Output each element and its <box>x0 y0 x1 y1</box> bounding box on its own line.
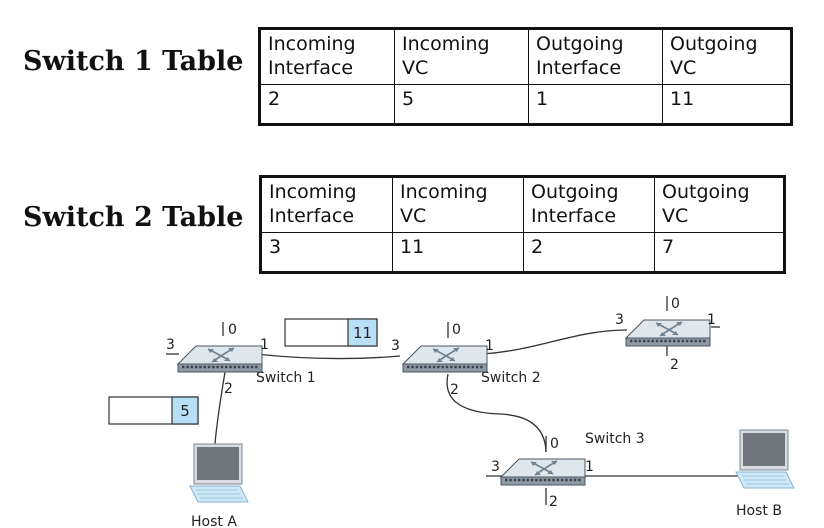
packet-vc-5: 5 <box>108 396 199 425</box>
switch3-port-3: 3 <box>491 459 500 475</box>
host-a-label: Host A <box>191 514 237 528</box>
cell-outgoing-interface: 2 <box>523 232 655 273</box>
header-incoming-vc: Incoming VC <box>392 176 524 233</box>
cell-incoming-interface: 2 <box>259 84 395 125</box>
table-header-row: Incoming Interface Incoming VC Outgoing … <box>260 176 785 233</box>
network-links <box>166 296 738 505</box>
switch4-port-3: 3 <box>615 312 624 328</box>
header-incoming-vc: Incoming VC <box>394 28 529 85</box>
cell-outgoing-vc: 7 <box>654 232 785 273</box>
switch-3 <box>499 457 587 487</box>
switch3-port-1: 1 <box>585 459 594 475</box>
header-outgoing-vc: Outgoing VC <box>654 176 785 233</box>
cell-outgoing-vc: 11 <box>662 84 792 125</box>
header-outgoing-interface: Outgoing Interface <box>523 176 655 233</box>
switch3-port-0: 0 <box>550 436 559 452</box>
switch1-port-3: 3 <box>166 337 175 353</box>
switch-1 <box>176 344 264 374</box>
table-row: 2 5 1 11 <box>259 84 792 125</box>
switch1-port-2: 2 <box>224 381 233 397</box>
switch1-table: Incoming Interface Incoming VC Outgoing … <box>258 27 793 126</box>
switch4-port-2: 2 <box>670 357 679 373</box>
link-s1-s2 <box>255 353 401 360</box>
switch1-port-0: 0 <box>228 322 237 338</box>
switch3-port-2: 2 <box>549 494 558 510</box>
switch2-table: Incoming Interface Incoming VC Outgoing … <box>259 175 786 274</box>
switch-2 <box>401 344 489 374</box>
switch2-table-title: Switch 2 Table <box>23 202 244 233</box>
host-b <box>735 429 795 489</box>
table-header-row: Incoming Interface Incoming VC Outgoing … <box>259 28 792 85</box>
switch2-port-1: 1 <box>485 338 494 354</box>
switch2-label: Switch 2 <box>481 370 541 386</box>
host-a <box>189 443 249 503</box>
switch2-port-2: 2 <box>450 382 459 398</box>
header-incoming-interface: Incoming Interface <box>259 28 395 85</box>
host-b-label: Host B <box>736 503 782 519</box>
switch2-port-0: 0 <box>452 322 461 338</box>
switch1-label: Switch 1 <box>256 370 316 386</box>
header-outgoing-vc: Outgoing VC <box>662 28 792 85</box>
packet-vc-11-label: 11 <box>353 324 372 342</box>
link-s2-s3 <box>446 373 547 453</box>
link-s2-s4 <box>482 329 628 355</box>
switch-4 <box>624 318 712 348</box>
packet-vc-11: 11 <box>284 318 378 347</box>
switch3-label: Switch 3 <box>585 431 645 447</box>
packet-vc-5-label: 5 <box>180 402 190 420</box>
switch1-port-1: 1 <box>260 337 269 353</box>
header-outgoing-interface: Outgoing Interface <box>528 28 663 85</box>
switch4-port-0: 0 <box>671 296 680 312</box>
cell-incoming-interface: 3 <box>260 232 393 273</box>
table-row: 3 11 2 7 <box>260 232 785 273</box>
switch1-table-title: Switch 1 Table <box>23 46 244 77</box>
switch4-port-1: 1 <box>707 312 716 328</box>
cell-incoming-vc: 11 <box>392 232 524 273</box>
switch2-port-3: 3 <box>391 338 400 354</box>
cell-incoming-vc: 5 <box>394 84 529 125</box>
link-s1-hosta <box>214 371 226 445</box>
